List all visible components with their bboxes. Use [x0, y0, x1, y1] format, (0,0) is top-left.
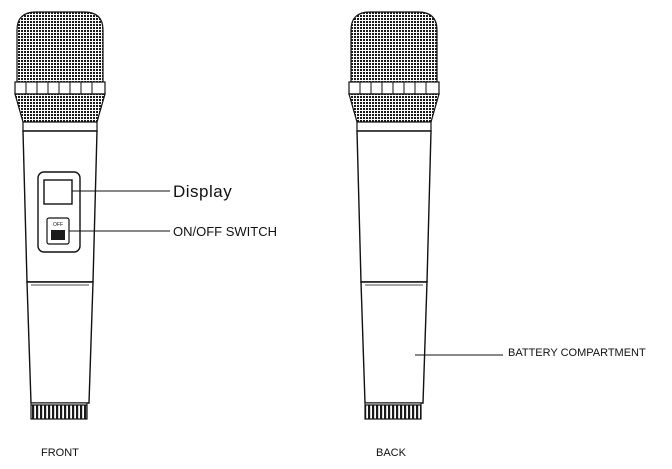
- back-base-knurl: [364, 404, 422, 420]
- back-grille-head: [350, 11, 438, 86]
- front-view-label: FRONT: [41, 447, 79, 459]
- battery-compartment: [360, 281, 428, 404]
- front-grille-lower: [14, 93, 106, 123]
- on-off-switch-label: ON/OFF SWITCH: [173, 224, 277, 239]
- front-grille-head: [16, 11, 104, 86]
- microphone-back: [348, 11, 503, 420]
- front-handle-lower: [26, 281, 94, 404]
- microphone-front: OFF: [14, 11, 170, 420]
- switch-off-text: OFF: [53, 222, 63, 228]
- front-base-knurl: [30, 404, 88, 420]
- display-label: Display: [173, 182, 233, 201]
- battery-compartment-label: BATTERY COMPARTMENT: [508, 347, 646, 359]
- back-handle: [356, 130, 432, 283]
- display-screen: [43, 179, 73, 205]
- back-view-label: BACK: [376, 447, 406, 459]
- back-grille-lower: [348, 93, 440, 123]
